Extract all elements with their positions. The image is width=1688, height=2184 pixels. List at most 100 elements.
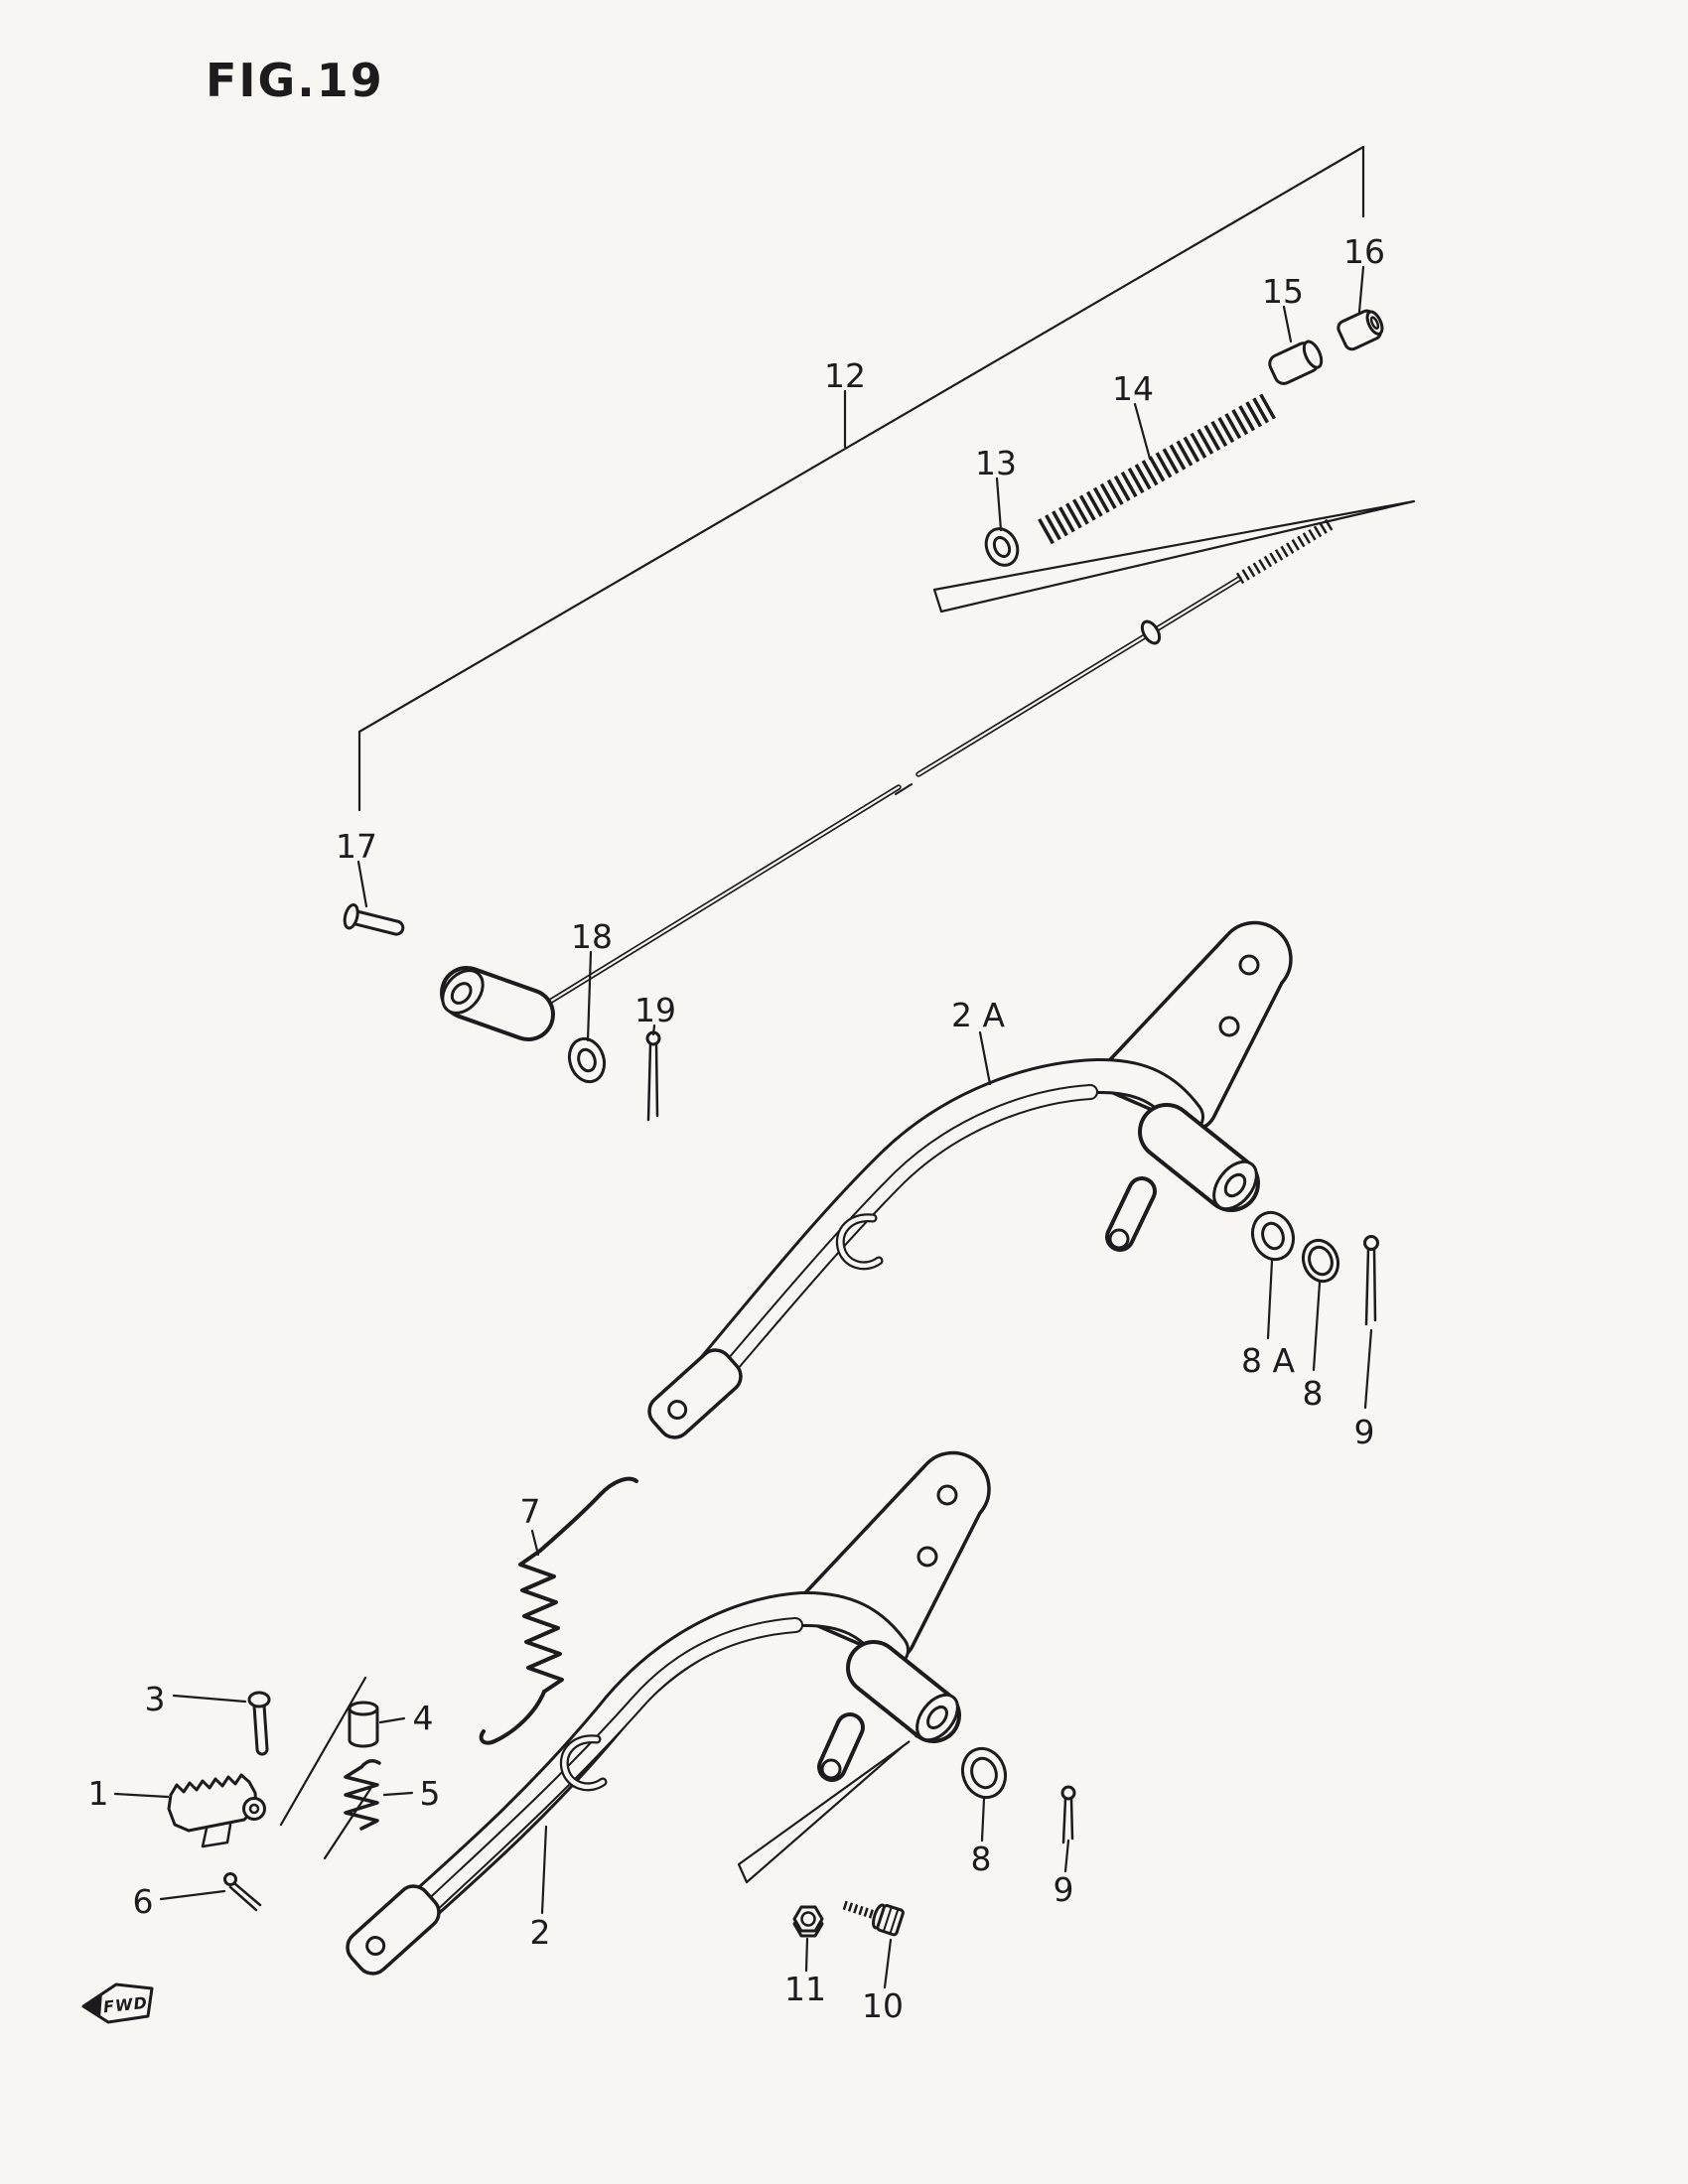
clevis-boss-bore: [450, 982, 473, 1005]
return-spring-7: [479, 1476, 638, 1745]
cotter-pin-9-lower: [1060, 1785, 1076, 1844]
cable-joint-16: [1336, 309, 1384, 351]
callout-8-lower: 8: [971, 1840, 992, 1878]
leader-8-lower: [980, 1797, 986, 1843]
leader-2: [540, 1825, 548, 1915]
foot-plate-hole: [365, 1936, 386, 1957]
cotter-leg: [232, 1881, 262, 1907]
tab-hole: [820, 1758, 842, 1780]
bushing-4: [348, 1701, 379, 1748]
leader-15: [1282, 305, 1293, 343]
callout-2: 2: [530, 1913, 551, 1952]
spring-5: [344, 1759, 381, 1831]
callout-17: 17: [336, 827, 377, 866]
callout-8a: 8 A: [1241, 1341, 1295, 1380]
spring-coils: [518, 1549, 564, 1694]
brake-pedal-2a: [647, 920, 1293, 1439]
callout-16: 16: [1343, 232, 1385, 271]
callout-19: 19: [634, 991, 676, 1029]
callout-8-upper: 8: [1303, 1374, 1324, 1413]
callout-13: 13: [975, 444, 1017, 482]
foot-plate-hole: [667, 1400, 688, 1421]
callout-5: 5: [420, 1774, 441, 1813]
cotter-pin-19: [645, 1030, 661, 1122]
fwd-label: FWD: [102, 1993, 149, 2017]
washer-inner: [1308, 1245, 1334, 1277]
boss-bore: [1223, 1172, 1247, 1198]
spring-bottom-hook: [479, 1690, 546, 1745]
arm-fill: [670, 1060, 1201, 1417]
rod-segment-core: [546, 785, 901, 1005]
bracket-hole: [916, 1546, 938, 1568]
pin-head: [343, 902, 359, 930]
callout-11: 11: [784, 1970, 826, 2008]
rod-collar-shape: [1140, 619, 1162, 645]
assembly-dart-upper: [932, 499, 1416, 614]
washer-18: [567, 1036, 607, 1084]
leader-9-upper: [1363, 1328, 1373, 1410]
bracket-hole: [936, 1484, 958, 1506]
washer-8-upper: [1301, 1238, 1340, 1284]
spring-coils: [344, 1759, 381, 1831]
leader-16: [1357, 265, 1365, 314]
cotter-eye: [1363, 1235, 1379, 1251]
cotter-leg: [1372, 1247, 1377, 1322]
leader-1: [113, 1792, 170, 1799]
leader-17: [356, 860, 368, 908]
washer-inner: [577, 1047, 597, 1073]
pin-head: [247, 1691, 271, 1708]
pedal-pad-1: [167, 1773, 266, 1848]
leader-7: [530, 1529, 540, 1557]
callout-labels: FIG.19 12 13 14 15 16 17 18 19 2 A 8 A 8…: [88, 54, 1386, 2025]
callout-10: 10: [862, 1986, 904, 2025]
cotter-leg: [1364, 1247, 1370, 1326]
boss-bore: [926, 1705, 948, 1730]
rod-segment-core: [916, 577, 1241, 776]
nut-bore: [800, 1911, 816, 1927]
arm-fill: [375, 1593, 907, 1950]
washer-inner: [970, 1756, 998, 1790]
pin-body-fill: [255, 1702, 266, 1753]
washer-8-lower: [960, 1746, 1008, 1800]
assembly-dart-lower: [737, 1745, 904, 1884]
cotter-eye: [223, 1872, 237, 1886]
stop-tab-fill: [1109, 1180, 1153, 1248]
leader-11: [804, 1937, 809, 1973]
foot-plate-body: [346, 1884, 441, 1976]
callout-9-upper: 9: [1354, 1413, 1375, 1451]
foot-plate: [647, 1348, 743, 1439]
cotter-leg: [228, 1885, 258, 1912]
bolt-threads: [842, 1900, 878, 1920]
leader-18: [586, 950, 593, 1042]
leader-lines: [113, 265, 1373, 1989]
cotter-leg: [1069, 1797, 1074, 1841]
spacer-inner: [1261, 1221, 1285, 1251]
assembly-dash-lower: [901, 1713, 946, 1748]
callout-6: 6: [133, 1882, 154, 1921]
bolt-head-facet: [883, 1906, 893, 1932]
leader-3: [172, 1694, 247, 1704]
pad-body: [167, 1773, 258, 1833]
pad-pivot-inner: [248, 1803, 260, 1815]
group-12-boundary-line: [357, 145, 1365, 812]
leader-2a: [978, 1030, 992, 1086]
pivot-boss-end: [1212, 1160, 1258, 1211]
leader-8-upper: [1312, 1281, 1322, 1372]
callout-2a: 2 A: [951, 996, 1005, 1034]
fwd-arrow-tip: [83, 1992, 102, 2018]
cotter-leg: [654, 1042, 659, 1118]
leader-13: [995, 477, 1003, 532]
washer-13: [984, 527, 1020, 567]
hinge-pin-3: [247, 1691, 271, 1756]
foot-plate: [346, 1884, 441, 1976]
nut-11: [792, 1905, 824, 1938]
brake-rod: [545, 517, 1336, 1006]
bushing-bottom: [348, 1738, 379, 1748]
callout-9-lower: 9: [1054, 1870, 1074, 1909]
foot-plate-body: [647, 1348, 743, 1439]
callout-15: 15: [1262, 272, 1304, 311]
cotter-pin-9-upper: [1363, 1235, 1379, 1326]
cotter-pin-6: [223, 1872, 262, 1912]
align-line-pin3: [279, 1676, 367, 1827]
